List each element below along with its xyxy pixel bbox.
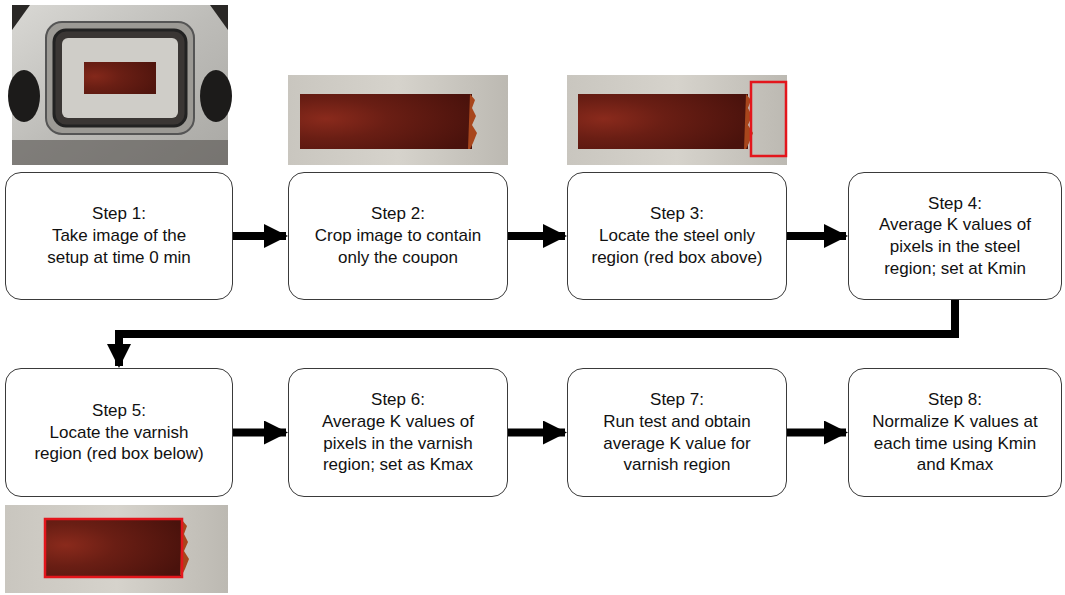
flow-arrow — [119, 300, 955, 366]
coupon-photo — [5, 505, 228, 593]
process-box: Step 7:Run test and obtain average K val… — [567, 368, 787, 497]
flow-arrow — [233, 429, 286, 437]
step-heading: Step 7: — [650, 389, 704, 411]
step-description: Normalize K values at each time using Km… — [867, 411, 1043, 476]
process-box: Step 1:Take image of the setup at time 0… — [5, 172, 233, 300]
flow-arrow — [233, 232, 286, 240]
step-description: Locate the varnish region (red box below… — [29, 422, 209, 466]
process-box: Step 8:Normalize K values at each time u… — [848, 368, 1062, 497]
setup-photo — [8, 5, 232, 165]
step-description: Average K values of pixels in the varnis… — [308, 411, 488, 476]
process-box: Step 6:Average K values of pixels in the… — [288, 368, 508, 497]
step-heading: Step 8: — [928, 389, 982, 411]
step-description: Crop image to contain only the coupon — [308, 225, 488, 269]
coupon-photo — [288, 75, 508, 165]
step-description: Run test and obtain average K value for … — [587, 411, 767, 476]
flow-arrow — [508, 232, 565, 240]
flow-arrow — [787, 429, 846, 437]
process-box: Step 2:Crop image to contain only the co… — [288, 172, 508, 300]
step-heading: Step 4: — [928, 193, 982, 215]
step-description: Locate the steel only region (red box ab… — [587, 225, 767, 269]
steel-region-box — [751, 82, 786, 156]
process-box: Step 4:Average K values of pixels in the… — [848, 172, 1062, 300]
varnish-region-box — [45, 519, 182, 577]
flow-arrow — [787, 232, 846, 240]
process-box: Step 5:Locate the varnish region (red bo… — [5, 368, 233, 497]
step-description: Average K values of pixels in the steel … — [867, 214, 1043, 279]
step-heading: Step 5: — [92, 400, 146, 422]
step-heading: Step 6: — [371, 389, 425, 411]
coupon-photo — [567, 75, 787, 165]
step-heading: Step 1: — [92, 203, 146, 225]
step-heading: Step 3: — [650, 203, 704, 225]
step-description: Take image of the setup at time 0 min — [29, 225, 209, 269]
flow-arrow — [508, 429, 565, 437]
process-box: Step 3:Locate the steel only region (red… — [567, 172, 787, 300]
step-heading: Step 2: — [371, 203, 425, 225]
